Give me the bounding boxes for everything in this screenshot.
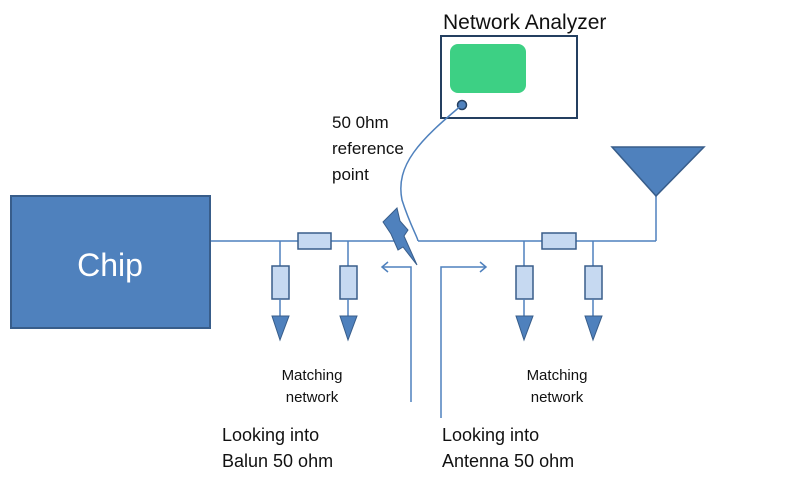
left-shunt-component-1 bbox=[271, 265, 290, 300]
looking-balun-line-1: Looking into bbox=[222, 425, 319, 445]
looking-balun-line-2: Balun 50 ohm bbox=[222, 451, 333, 471]
matching-left-line-1: Matching bbox=[282, 367, 343, 384]
right-shunt-component-2 bbox=[584, 265, 603, 300]
right-series-component bbox=[541, 232, 577, 250]
ground-icon bbox=[271, 315, 290, 342]
ground-icon bbox=[515, 315, 534, 342]
reference-line-1: 50 0hm bbox=[332, 113, 389, 132]
network-analyzer-title: Network Analyzer bbox=[443, 11, 606, 34]
arrow-right-icon bbox=[479, 261, 488, 273]
reference-line-2: reference bbox=[332, 139, 404, 158]
chip-label: Chip bbox=[77, 247, 143, 283]
analyzer-screen bbox=[450, 44, 526, 93]
balun-look-line bbox=[382, 266, 412, 402]
looking-antenna-line-2: Antenna 50 ohm bbox=[442, 451, 574, 471]
probe-cable bbox=[400, 104, 463, 242]
ground-icon bbox=[339, 315, 358, 342]
looking-antenna-line-1: Looking into bbox=[442, 425, 539, 445]
left-shunt-component-2 bbox=[339, 265, 358, 300]
antenna-look-line bbox=[440, 266, 486, 418]
ground-icon bbox=[584, 315, 603, 342]
matching-right-line-1: Matching bbox=[527, 367, 588, 384]
reference-line-3: point bbox=[332, 165, 369, 184]
chip-block bbox=[10, 195, 211, 329]
lightning-bolt-icon bbox=[382, 207, 418, 266]
right-shunt-component-1 bbox=[515, 265, 534, 300]
matching-right-line-2: network bbox=[531, 389, 584, 406]
arrow-left-icon bbox=[380, 261, 389, 273]
left-series-component bbox=[297, 232, 332, 250]
matching-left-line-2: network bbox=[286, 389, 339, 406]
antenna-icon bbox=[610, 146, 706, 198]
